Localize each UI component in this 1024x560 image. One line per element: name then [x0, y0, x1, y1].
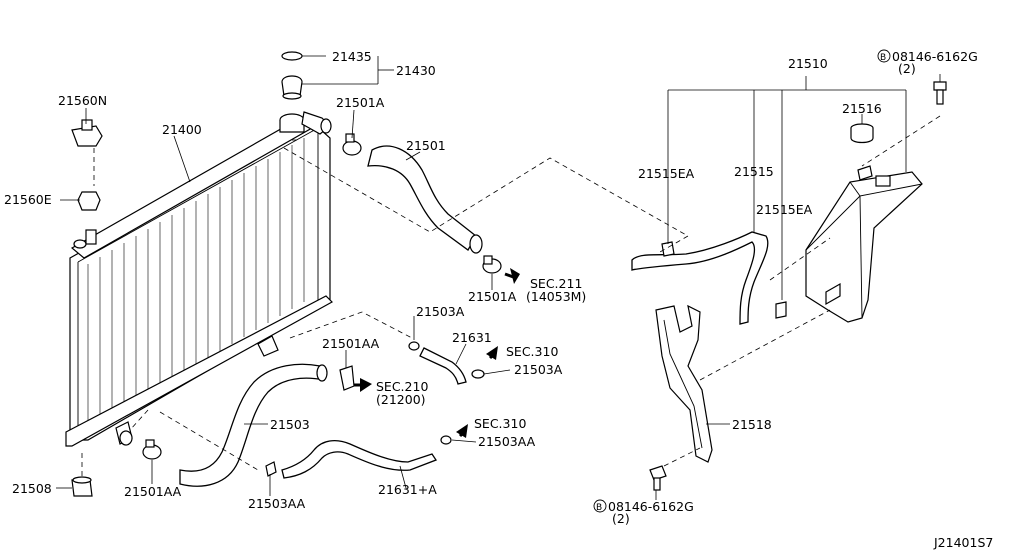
label-21503a-right: 21503A	[514, 362, 563, 377]
label-21501a-bottom: 21501A	[468, 289, 517, 304]
label-bolt-top: 08146-6162G	[892, 49, 978, 64]
label-sec211-ref: (14053M)	[526, 289, 586, 304]
overflow-hose	[631, 231, 769, 325]
bolt-marker-top-letter: B	[880, 53, 886, 63]
sec210-arrow	[354, 378, 372, 392]
overflow-clip-2	[775, 301, 787, 319]
label-21516: 21516	[842, 101, 882, 116]
label-21503aa-right: 21503AA	[478, 434, 536, 449]
bolt-marker-bottom-letter: B	[596, 503, 602, 513]
label-bolt-bottom: 08146-6162G	[608, 499, 694, 514]
radiator-fins	[87, 138, 305, 428]
label-21400: 21400	[162, 122, 202, 137]
label-sec210: SEC.210	[376, 379, 428, 394]
sec211-arrow	[504, 268, 520, 284]
drain-plug	[71, 476, 93, 497]
label-21515ea-left: 21515EA	[638, 166, 695, 181]
radiator	[65, 111, 333, 447]
hose-clamp-mid	[339, 365, 355, 391]
diagram-id: J21401S7	[933, 535, 993, 550]
overflow-clip-1	[661, 241, 675, 257]
label-21503aa-bottom: 21503AA	[248, 496, 306, 511]
mount-bushing-side	[77, 191, 101, 211]
mount-bushing-upper	[71, 119, 103, 147]
small-hose-21631a	[265, 435, 452, 479]
small-hose-21631	[408, 341, 485, 385]
tank-bracket	[655, 304, 713, 463]
label-21560e: 21560E	[4, 192, 52, 207]
label-sec310-b: SEC.310	[474, 416, 526, 431]
label-21435: 21435	[332, 49, 372, 64]
label-bolt-top-qty: (2)	[898, 61, 916, 76]
hose-clamp-lower-1	[142, 439, 162, 460]
reservoir-cap	[850, 123, 874, 144]
label-21501: 21501	[406, 138, 446, 153]
label-21503a-top: 21503A	[416, 304, 465, 319]
label-21503: 21503	[270, 417, 310, 432]
hose-clamp-upper-1	[342, 133, 362, 156]
label-21501aa-bottom: 21501AA	[124, 484, 182, 499]
hose-clamp-upper-2	[482, 255, 502, 274]
label-21518: 21518	[732, 417, 772, 432]
label-21631a: 21631+A	[378, 482, 437, 497]
label-21501a-top: 21501A	[336, 95, 385, 110]
radiator-cap	[281, 51, 303, 100]
sec310-arrow-a	[486, 346, 498, 360]
label-sec310-a: SEC.310	[506, 344, 558, 359]
label-bolt-bottom-qty: (2)	[612, 511, 630, 526]
label-21430: 21430	[396, 63, 436, 78]
upper-hose	[367, 145, 483, 254]
leader-lines	[56, 55, 941, 500]
label-21515: 21515	[734, 164, 774, 179]
sec310-arrow-b	[456, 424, 468, 438]
lower-hose	[179, 363, 328, 487]
label-21510: 21510	[788, 56, 828, 71]
label-21501aa-mid: 21501AA	[322, 336, 380, 351]
label-21508: 21508	[12, 481, 52, 496]
bolt-marker-bottom	[593, 499, 607, 513]
label-21631: 21631	[452, 330, 492, 345]
bolt-marker-top	[877, 49, 891, 63]
label-sec211: SEC.211	[530, 276, 582, 291]
tank-bolt-bottom	[649, 465, 667, 491]
label-sec210-ref: (21200)	[376, 392, 426, 407]
label-21515ea-right: 21515EA	[756, 202, 813, 217]
reservoir-tank	[805, 165, 923, 323]
label-21560n: 21560N	[58, 93, 107, 108]
tank-bolt-top	[933, 81, 947, 105]
